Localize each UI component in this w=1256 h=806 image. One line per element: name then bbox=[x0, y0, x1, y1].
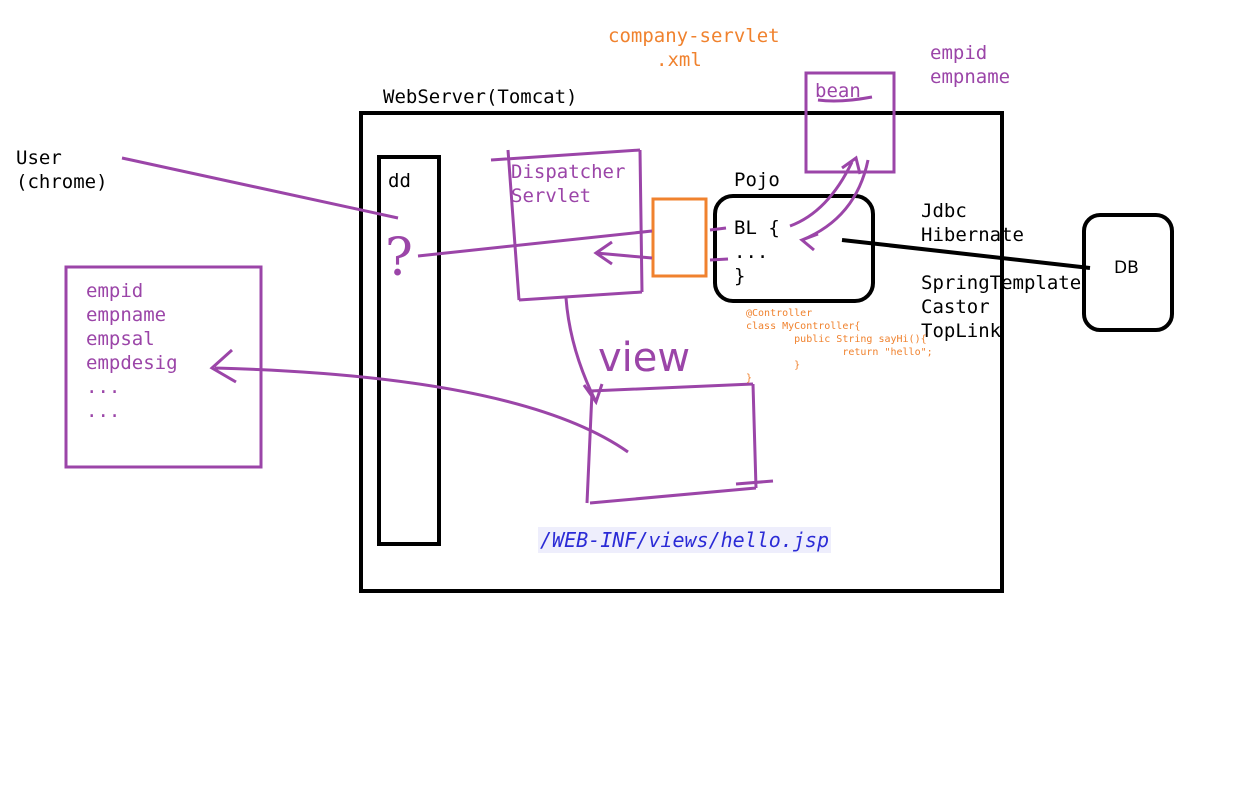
dd-label: dd bbox=[388, 170, 411, 192]
response-field-more-1: ... bbox=[86, 376, 121, 398]
bean-label: bean bbox=[815, 80, 861, 102]
controller-box bbox=[651, 197, 708, 278]
bean-field-2: empname bbox=[930, 66, 1011, 88]
webserver-box bbox=[359, 111, 1004, 593]
response-field-more-2: ... bbox=[86, 400, 121, 422]
code-line-6: } bbox=[746, 373, 753, 384]
pojo-label: Pojo bbox=[734, 169, 780, 191]
code-line-4: return "hello"; bbox=[746, 347, 933, 358]
response-field-empdesig: empdesig bbox=[86, 352, 178, 374]
tech-jdbc: Jdbc bbox=[921, 200, 967, 222]
webserver-label: WebServer(Tomcat) bbox=[383, 86, 578, 108]
dd-to-dispatcher-line bbox=[417, 229, 653, 258]
bean-field-1: empid bbox=[930, 42, 988, 64]
bl-line-3: } bbox=[734, 265, 746, 287]
db-label: DB bbox=[1114, 258, 1139, 278]
bean-box bbox=[804, 71, 896, 174]
response-box bbox=[64, 265, 263, 469]
tech-castor: Castor bbox=[921, 296, 990, 318]
controller-to-dispatcher-arrow bbox=[593, 240, 653, 266]
bl-line-1: BL { bbox=[734, 217, 780, 239]
user-label: User bbox=[16, 147, 62, 169]
pojo-box bbox=[713, 194, 875, 303]
code-line-3: public String sayHi(){ bbox=[746, 334, 927, 345]
code-line-5: } bbox=[746, 360, 801, 371]
view-box bbox=[585, 382, 774, 505]
tech-hibernate: Hibernate bbox=[921, 224, 1024, 246]
view-path: /WEB-INF/views/hello.jsp bbox=[538, 527, 831, 553]
bl-line-2: ... bbox=[734, 241, 769, 263]
response-field-empname: empname bbox=[86, 304, 167, 326]
dispatcher-box bbox=[490, 148, 644, 302]
tech-toplink: TopLink bbox=[921, 320, 1002, 342]
bl-connector-bottom bbox=[709, 257, 729, 262]
view-label: view bbox=[598, 335, 691, 381]
pojo-db-connector bbox=[841, 238, 1091, 270]
question-mark: ? bbox=[385, 228, 413, 288]
servlet-config-ext-label: .xml bbox=[656, 49, 702, 71]
response-field-empsal: empsal bbox=[86, 328, 155, 350]
view-to-response-arrow bbox=[209, 348, 629, 454]
browser-label: (chrome) bbox=[16, 171, 108, 193]
dispatcher-label-2: Servlet bbox=[511, 185, 592, 207]
db-box bbox=[1082, 213, 1174, 332]
response-field-empid: empid bbox=[86, 280, 144, 302]
servlet-config-label: company-servlet bbox=[608, 25, 780, 47]
bl-connector-top bbox=[709, 226, 727, 232]
bl-to-bean-arrow bbox=[789, 155, 862, 228]
dd-box bbox=[377, 155, 441, 546]
code-line-1: @Controller bbox=[746, 308, 813, 319]
dispatcher-to-view-arrow bbox=[564, 297, 604, 406]
bean-underline bbox=[817, 95, 873, 103]
user-to-dd-arrow bbox=[121, 156, 399, 220]
dispatcher-label-1: Dispatcher bbox=[511, 161, 626, 183]
tech-springtemplate: SpringTemplate bbox=[921, 272, 1082, 294]
code-line-2: class MyController{ bbox=[746, 321, 861, 332]
bean-to-bl-arrow bbox=[799, 159, 870, 252]
